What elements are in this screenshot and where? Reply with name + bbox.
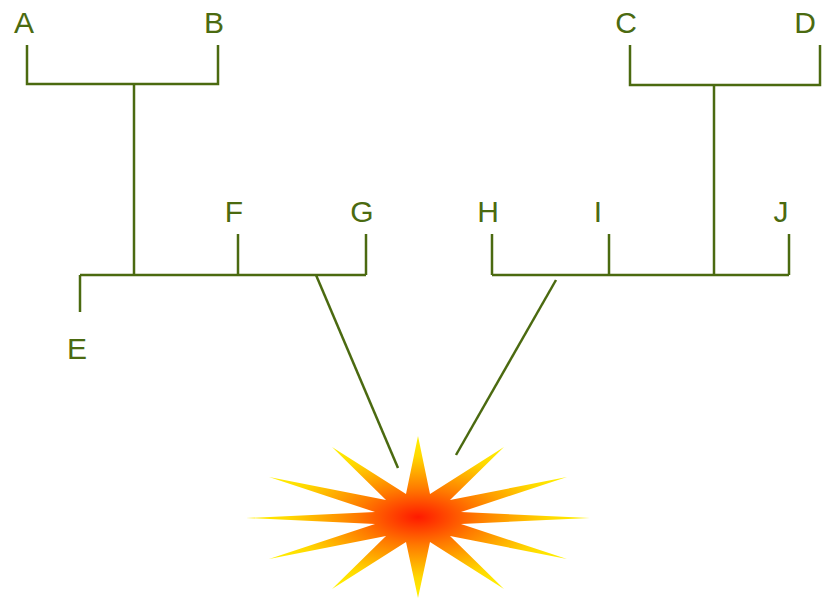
taxon-label: J xyxy=(774,197,789,227)
branch xyxy=(492,274,789,277)
branch xyxy=(608,234,611,275)
taxon-label: C xyxy=(615,8,637,38)
branch xyxy=(713,85,716,275)
branch xyxy=(788,234,791,275)
taxon-label: D xyxy=(794,8,816,38)
branch xyxy=(27,45,218,84)
taxon-label: A xyxy=(14,8,34,38)
stem xyxy=(316,275,398,468)
branch xyxy=(133,84,136,275)
taxon-label: E xyxy=(67,334,87,364)
branch xyxy=(79,275,82,312)
stem xyxy=(456,280,556,455)
branch xyxy=(237,234,240,275)
branch xyxy=(630,45,820,85)
taxon-label: I xyxy=(594,197,602,227)
taxon-label: H xyxy=(477,197,499,227)
explosion-burst xyxy=(246,436,590,598)
branch xyxy=(365,234,368,275)
taxon-label: G xyxy=(350,197,373,227)
taxon-label: B xyxy=(204,8,224,38)
tree-lines xyxy=(27,45,820,468)
branch xyxy=(491,234,494,275)
branch xyxy=(80,274,366,277)
taxon-label: F xyxy=(225,197,243,227)
